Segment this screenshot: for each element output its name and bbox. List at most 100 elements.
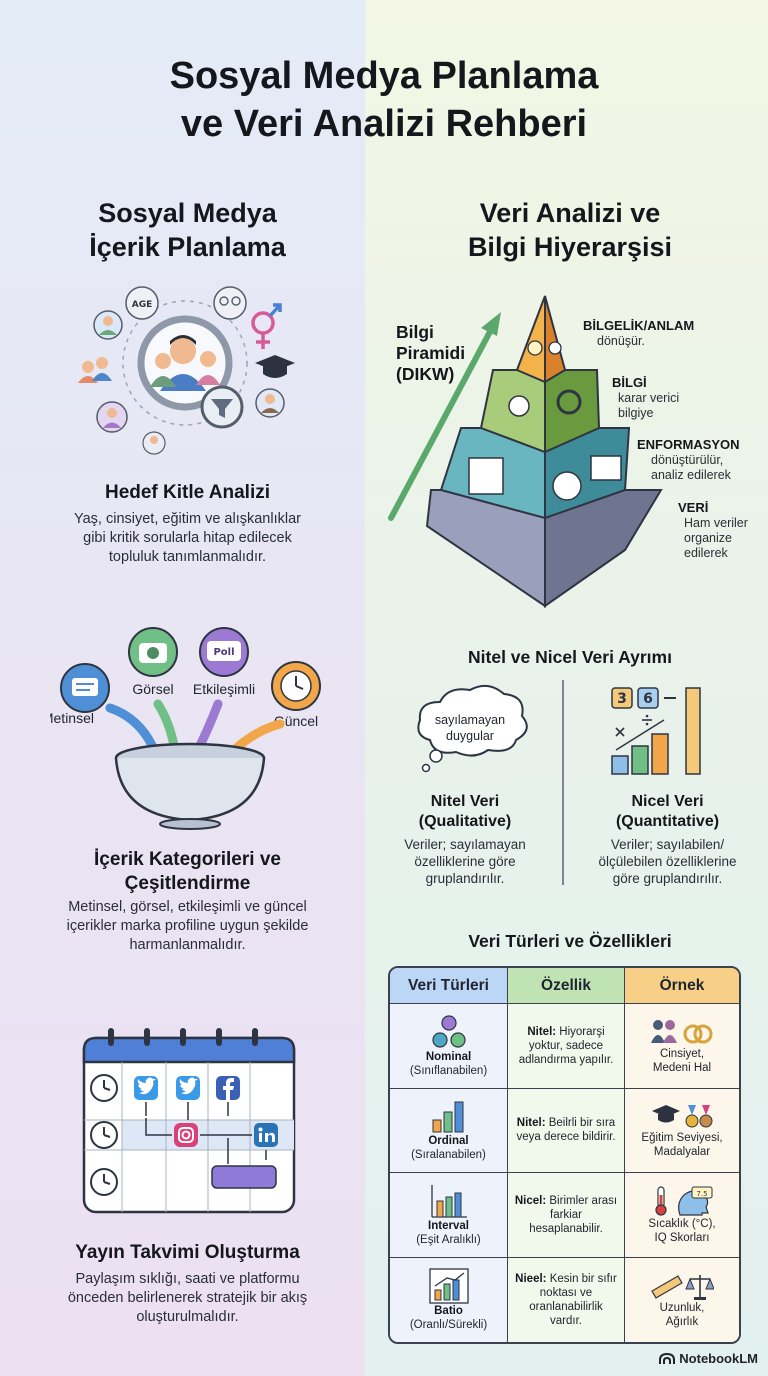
ruler-scale-icon	[651, 1274, 714, 1300]
example-line: Cinsiyet,	[659, 1047, 705, 1060]
audience-illustration: AGE	[78, 286, 295, 455]
nicel-title-line: (Quantitative)	[615, 813, 720, 830]
poll-badge-label: Poll	[213, 647, 234, 658]
pyramid-label-wisdom: BİLGELİK/ANLAM dönüşür.	[583, 318, 763, 349]
pyramid-label-information: ENFORMASYON dönüştürülür, analiz edilere…	[637, 437, 763, 483]
bowl-icon	[114, 742, 266, 830]
nitel-desc-line: Veriler; sayılamayan	[404, 837, 526, 852]
female-avatar-icon	[96, 401, 128, 433]
type-name: Ordinal	[428, 1135, 469, 1148]
example-line: Medeni Hal	[652, 1061, 712, 1074]
example-line: IQ Skorları	[654, 1231, 710, 1244]
pyramid-level-wisdom	[515, 295, 567, 384]
pyramid-label-knowledge: BİLGİ karar verici bilgiye	[612, 375, 762, 421]
age-icon-label: AGE	[132, 300, 153, 310]
pyramid-level-knowledge	[479, 369, 601, 454]
categories-title-line1: İçerik Kategorileri ve	[94, 849, 281, 870]
type-cell: Ordinal (Sıralanabilen)	[390, 1088, 508, 1172]
information-name: ENFORMASYON	[637, 437, 740, 452]
interactive-category-label: Etkileşimli	[193, 681, 255, 697]
example-line: Eğitim Seviyesi,	[641, 1132, 723, 1145]
feature-kind: Nieel:	[515, 1272, 547, 1285]
page-title: Sosyal Medya Planlama ve Veri Analizi Re…	[0, 52, 768, 148]
categories-desc-line: harmanlanmalıdır.	[129, 937, 246, 953]
multiply-icon	[615, 727, 625, 737]
clock-icon-row1	[90, 1074, 118, 1102]
table-header-cell: Özellik	[508, 968, 625, 1004]
table-row: Interval (Eşit Aralıklı) Nicel: Birimler…	[390, 1173, 739, 1258]
clock-icon	[271, 661, 321, 711]
table-header: Veri Türleri Özellik Örnek	[390, 968, 739, 1004]
type-subtitle: (Sıralanabilen)	[411, 1149, 486, 1162]
divide-icon	[642, 714, 652, 726]
audience-analysis-title: Hedef Kitle Analizi	[104, 482, 271, 503]
clock-icon-row2	[90, 1121, 118, 1149]
example-line: Ağırlık	[665, 1315, 699, 1328]
camera-icon	[128, 627, 178, 677]
report-icon	[590, 455, 622, 481]
feature-text: Kesin bir sıfır noktası ve oranlanabilir…	[529, 1272, 617, 1327]
right-heading-line1: Veri Analizi ve	[479, 198, 661, 228]
person-avatar-icon	[93, 310, 123, 340]
ratio-chart-icon	[428, 1268, 469, 1304]
nicel-desc-line: göre gruplandırılır.	[612, 871, 723, 886]
bar-chart-icon	[468, 457, 504, 495]
knowledge-desc-line: karar verici	[618, 391, 680, 405]
feature-text: Beilrli bir sıra veya derece bildirir.	[516, 1117, 616, 1144]
dikw-pyramid	[388, 295, 663, 608]
left-heading-line2: İçerik Planlama	[89, 232, 286, 262]
thought-cloud-icon: sayılamayan duygular	[417, 684, 528, 773]
magnifier-icon	[556, 389, 582, 415]
calendar-rings	[108, 1028, 258, 1046]
graduation-cap-icon	[255, 355, 295, 378]
notebooklm-logo-icon	[659, 1352, 676, 1364]
header-label: Veri Türleri	[408, 976, 489, 994]
feature-kind: Nicel:	[514, 1194, 547, 1207]
poll-icon: Poll	[199, 627, 249, 677]
type-cell: Interval (Eşit Aralıklı)	[390, 1173, 508, 1257]
audience-analysis-desc: Yaş, cinsiyet, eğitim ve alışkanlıklar g…	[15, 510, 360, 567]
example-cell: Eğitim Seviyesi, Madalyalar	[625, 1088, 739, 1172]
right-heading-line2: Bilgi Hiyerarşisi	[467, 232, 673, 262]
nitel-title: Nitel Veri (Qualitative)	[385, 792, 545, 832]
wisdom-name: BİLGELİK/ANLAM	[583, 318, 695, 333]
categories-desc-line: Metinsel, görsel, etkileşimli ve güncel	[68, 899, 307, 915]
type-subtitle: (Sınıflanabilen)	[409, 1064, 488, 1077]
categories-title-line2: Çeşitlendirme	[124, 873, 251, 894]
example-line: Madalyalar	[653, 1146, 711, 1159]
feature-text: Birimler arası farkiar hesaplanabilir.	[529, 1194, 618, 1235]
couple-rings-icon	[651, 1019, 713, 1044]
calendar-desc-line: önceden belirlenerek stratejik bir akış	[67, 1290, 308, 1306]
qual-quant-divider	[562, 680, 564, 885]
student-avatar-icon	[142, 431, 166, 455]
categories-title: İçerik Kategorileri ve Çeşitlendirme	[10, 848, 365, 896]
lightbulb-icon	[527, 340, 543, 356]
nitel-title-line: Nitel Veri	[430, 793, 500, 810]
linkedin-icon	[254, 1123, 278, 1147]
iq-badge: 7.5	[696, 1190, 707, 1198]
pie-chart-icon	[552, 471, 582, 501]
feature-kind: Nitel:	[516, 1117, 546, 1130]
categories-desc-line: içerikler marka profiline uygun şekilde	[66, 918, 309, 934]
example-line: Sıcaklık (°C),	[648, 1217, 716, 1230]
thermometer-iq-icon: 7.5	[655, 1186, 713, 1216]
scheduled-post-block	[211, 1165, 277, 1189]
man-avatar-icon	[255, 388, 285, 418]
knowledge-name: BİLGİ	[612, 375, 647, 390]
table-row: Ordinal (Sıralanabilen) Nitel: Beilrli b…	[390, 1088, 739, 1173]
calendar-illustration	[82, 1028, 296, 1214]
data-desc-line: edilerek	[684, 546, 728, 560]
visual-category-label: Görsel	[132, 681, 173, 697]
brand-label: NotebookLM	[679, 1351, 758, 1366]
feature-kind: Nitel:	[527, 1025, 557, 1038]
pyramid-side-label: Bilgi Piramidi (DIKW)	[396, 322, 466, 385]
nicel-desc-line: Veriler; sayılabilen/	[610, 837, 725, 852]
header-label: Özellik	[541, 976, 591, 994]
table-header-cell: Örnek	[625, 968, 739, 1004]
example-cell: 7.5 Sıcaklık (°C), IQ Skorları	[625, 1173, 739, 1257]
age-icon: AGE	[125, 286, 159, 320]
ruler-icon	[685, 687, 701, 775]
feature-cell: Nieel: Kesin bir sıfır noktası ve oranla…	[508, 1257, 625, 1342]
information-desc-line: dönüştürülür,	[651, 453, 724, 467]
pyramid-side-label-line: (DIKW)	[396, 364, 455, 384]
